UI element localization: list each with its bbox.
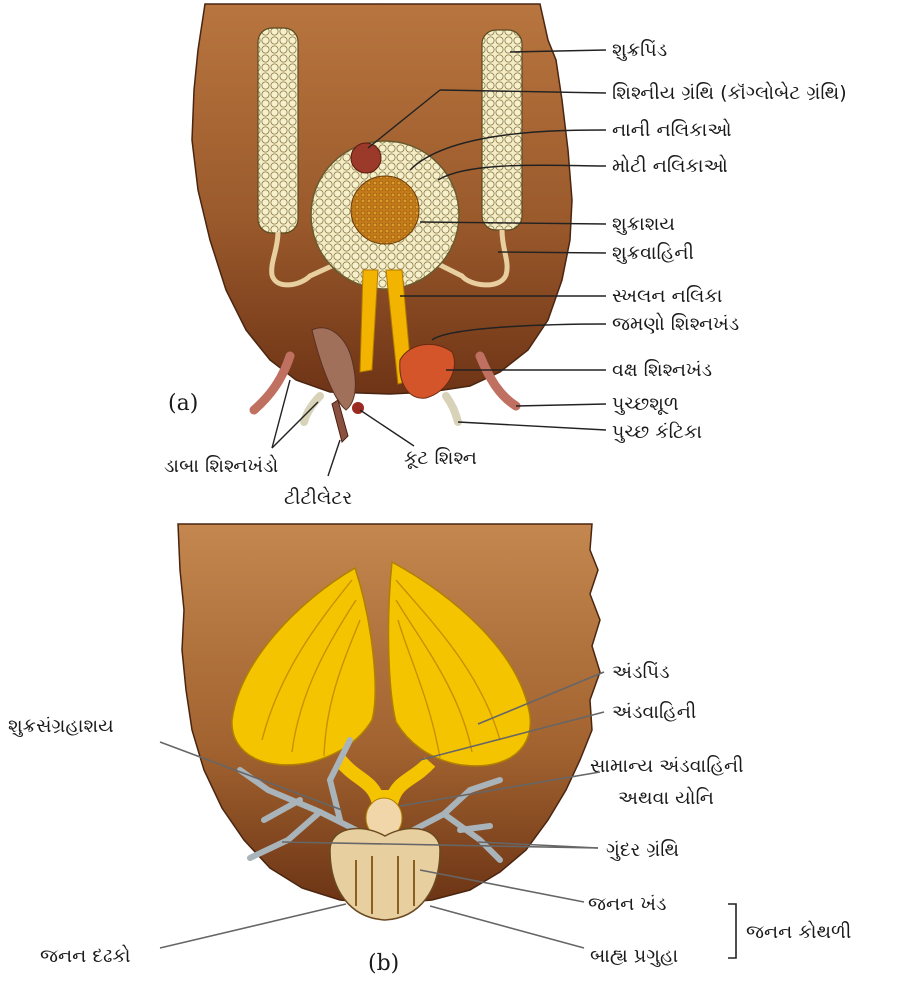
label-small-tubules: નાની નલિકાઓ bbox=[612, 119, 732, 141]
label-genital-pouch: જનન કોથળી bbox=[746, 921, 851, 943]
phallic-gland bbox=[351, 143, 381, 173]
label-common-oviduct-line1: સામાન્ય અંડવાહિની bbox=[590, 755, 744, 777]
label-anal-cercus: પુચ્છશૂળ bbox=[612, 393, 679, 415]
panel-b-tag: (b) bbox=[368, 951, 399, 976]
label-ovary: અંડપિંડ bbox=[612, 661, 670, 683]
panel-b: (b) અંડપિંડ અંડવાહિની સામાન્ય અંડવાહિની … bbox=[8, 524, 851, 976]
label-testis: શુક્રપિંડ bbox=[612, 39, 667, 61]
label-large-tubules: મોટી નલિકાઓ bbox=[612, 155, 728, 177]
label-spermatheca: શુક્રસંગ્રહાશય bbox=[8, 715, 114, 737]
label-colleterial-glands: ગુંદર ગ્રંથિ bbox=[606, 839, 679, 861]
label-vestibulum: બાહ્ય પ્રગુહા bbox=[590, 945, 678, 967]
label-seminal-vesicle: શુક્રાશય bbox=[612, 213, 675, 235]
label-vas-deferens: શુક્રવાહિની bbox=[612, 242, 694, 264]
label-ventral-phallomere: વક્ષ શિશ્નખંડ bbox=[612, 359, 712, 381]
left-anal-style bbox=[304, 396, 320, 422]
label-titillator: ટીટીલેટર bbox=[284, 487, 352, 509]
label-gonapophyses: જનન દઢકો bbox=[40, 945, 131, 967]
panel-a: (a) શુક્રપિંડ શિશ્નીય ગ્રંથિ (કૉંગ્લોબેટ… bbox=[164, 4, 847, 509]
label-right-phallomere: જમણો શિશ્નખંડ bbox=[612, 313, 739, 335]
label-pseudopenis: કૂટ શિશ્ન bbox=[404, 447, 477, 469]
seminal-vesicle bbox=[351, 176, 419, 244]
label-left-phallomeres: ડાબા શિશ્નખંડો bbox=[164, 455, 278, 477]
label-common-oviduct-line2: અથવા યોનિ bbox=[618, 787, 714, 809]
label-oviduct: અંડવાહિની bbox=[612, 701, 696, 723]
left-testis bbox=[258, 28, 298, 233]
genital-pouch-shape bbox=[330, 828, 440, 920]
label-anal-style: પુચ્છ કંટિકા bbox=[612, 421, 702, 443]
genital-pouch-bracket bbox=[728, 904, 736, 958]
panel-a-tag: (a) bbox=[168, 391, 198, 416]
right-testis bbox=[482, 30, 522, 230]
label-ejaculatory-duct: સ્ખલન નલિકા bbox=[612, 285, 722, 307]
label-genital-chamber: જનન ખંડ bbox=[588, 893, 666, 915]
right-anal-style bbox=[446, 396, 458, 422]
label-phallic-gland: શિશ્નીય ગ્રંથિ (કૉંગ્લોબેટ ગ્રંથિ) bbox=[612, 82, 847, 104]
